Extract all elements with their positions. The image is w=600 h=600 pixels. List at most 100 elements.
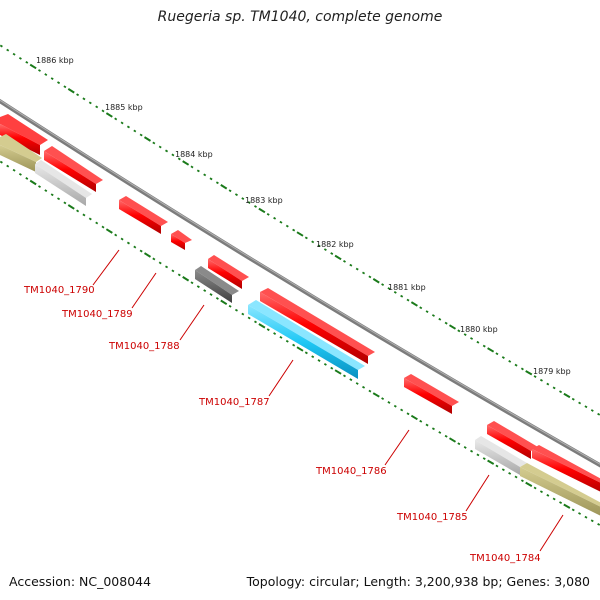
- inner-tick: [247, 316, 251, 320]
- scale-tick: [559, 390, 563, 394]
- scale-tick: [419, 306, 423, 310]
- inner-tick: [362, 385, 366, 389]
- scale-tick: [177, 157, 181, 161]
- leader-1785: [465, 474, 490, 512]
- inner-tick: [228, 304, 232, 308]
- inner-tick: [381, 397, 385, 401]
- inner-tick: [311, 355, 315, 359]
- gene-feature-1787-top: [248, 300, 365, 370]
- inner-tick: [304, 351, 308, 355]
- scale-label-1879: 1879 kbp: [533, 367, 571, 376]
- inner-tick: [120, 237, 124, 241]
- inner-tick: [190, 281, 194, 285]
- scale-track: [0, 44, 600, 416]
- scale-tick: [349, 263, 353, 267]
- scale-tick: [495, 352, 499, 356]
- scale-tick: [241, 197, 245, 200]
- inner-tick: [95, 221, 99, 225]
- scale-tick: [258, 207, 266, 214]
- scale-tick: [296, 231, 304, 237]
- inner-tick: [273, 332, 277, 335]
- inner-tick: [38, 185, 41, 188]
- gene-olive-right: [520, 467, 600, 516]
- leader-1790: [92, 249, 120, 286]
- inner-tick: [482, 457, 486, 460]
- scale-labels: 1886 kbp 1885 kbp 1884 kbp 1883 kbp 1882…: [36, 56, 571, 376]
- scale-label-1885: 1885 kbp: [105, 103, 143, 112]
- cds-feature-1786: [404, 378, 452, 414]
- inner-tick: [463, 446, 467, 449]
- scale-tick: [158, 145, 162, 149]
- inner-tick: [203, 289, 207, 292]
- scale-tick: [133, 129, 137, 133]
- scale-tick: [400, 294, 404, 298]
- scale-tick: [215, 181, 219, 185]
- inner-tick: [6, 164, 10, 168]
- cds-feature-small: [171, 234, 185, 250]
- inner-tick: [292, 343, 296, 347]
- inner-tick: [114, 233, 118, 237]
- scale-tick: [546, 382, 550, 386]
- inner-tick: [393, 404, 397, 408]
- genome-backbone: [0, 98, 600, 468]
- scale-tick: [311, 240, 315, 244]
- inner-tick: [0, 160, 3, 164]
- inner-tick: [343, 374, 346, 378]
- leader-1787: [268, 359, 294, 397]
- scale-tick: [120, 121, 124, 125]
- scale-tick: [431, 314, 435, 317]
- scale-tick: [362, 271, 366, 275]
- inner-tick: [220, 299, 228, 306]
- scale-tick: [368, 275, 372, 279]
- inner-tick: [133, 245, 137, 249]
- accession-text: Accession: NC_008044: [9, 574, 152, 589]
- scale-tick: [343, 259, 346, 263]
- scale-tick: [254, 205, 257, 208]
- scale-tick: [25, 60, 29, 64]
- gene-feature-1788: [195, 270, 232, 303]
- scale-tick: [448, 324, 457, 330]
- scale-label-1881: 1881 kbp: [388, 283, 426, 292]
- scale-tick: [57, 81, 61, 85]
- scale-tick: [0, 44, 3, 48]
- leader-1786: [384, 429, 410, 466]
- scale-tick: [143, 136, 152, 142]
- genome-summary: Topology: circular; Length: 3,200,938 bp…: [246, 574, 590, 589]
- scale-tick: [590, 409, 594, 412]
- gene-feature-1790-top: [35, 160, 92, 198]
- inner-tick: [215, 297, 219, 300]
- gene-features: [0, 114, 600, 516]
- cds-feature-1785: [487, 425, 531, 459]
- scale-tick: [139, 133, 143, 137]
- gene-label-1784: TM1040_1784: [469, 553, 541, 564]
- scale-tick: [514, 363, 518, 367]
- scale-tick: [279, 220, 283, 224]
- inner-tick: [279, 336, 283, 339]
- scale-tick: [29, 63, 37, 70]
- cds-feature-1787: [260, 292, 368, 364]
- scale-tick: [487, 347, 495, 353]
- scale-tick: [463, 333, 467, 337]
- map-title: Ruegeria sp. TM1040, complete genome: [157, 9, 443, 25]
- inner-tick: [406, 412, 410, 416]
- scale-tick: [438, 317, 442, 321]
- label-leaders: [92, 249, 564, 552]
- cds-feature-1789: [119, 200, 161, 234]
- scale-tick: [228, 189, 232, 193]
- inner-tick: [539, 490, 543, 494]
- cds-feature-1788: [208, 259, 242, 289]
- scale-tick: [508, 359, 512, 363]
- gene-feature-1790: [35, 164, 86, 206]
- cds-feature-1785-top: [487, 421, 538, 451]
- scale-tick: [539, 378, 543, 382]
- inner-tick: [387, 401, 391, 404]
- scale-tick: [266, 212, 270, 216]
- cds-feature-1790: [44, 151, 96, 192]
- inner-tick: [508, 472, 512, 475]
- cds-feature-1786-top: [404, 374, 459, 406]
- inner-tick: [349, 378, 353, 382]
- gene-feature-1788-top: [195, 266, 239, 295]
- inner-tick: [29, 179, 37, 186]
- scale-tick: [578, 401, 582, 405]
